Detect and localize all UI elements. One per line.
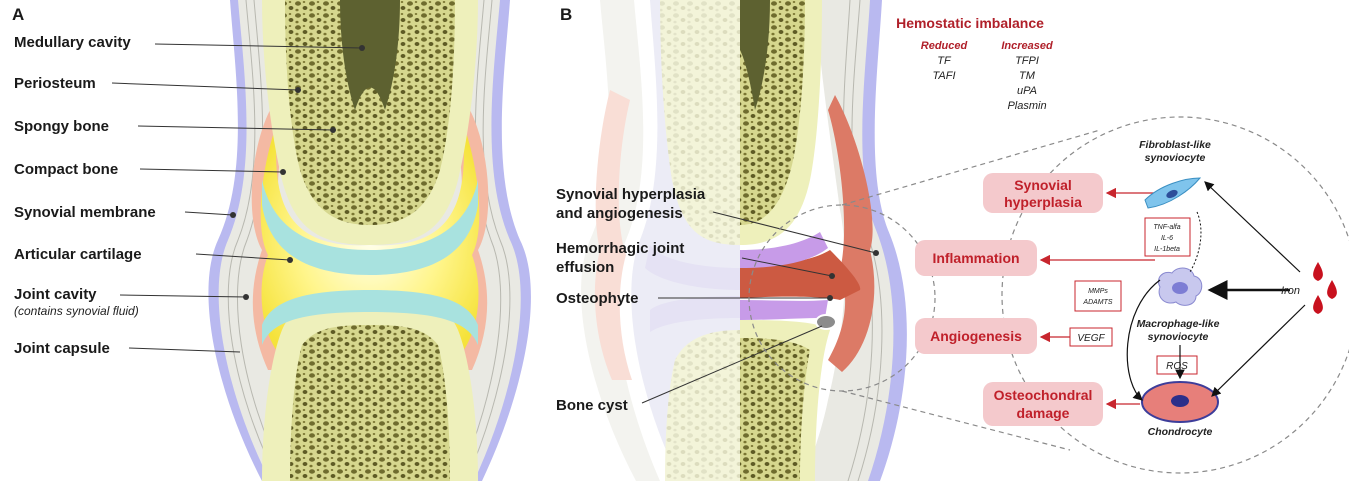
label-synovial-hyperplasia-line1: Synovial hyperplasia <box>556 186 706 203</box>
panel-a-illustration <box>208 0 531 481</box>
blood-drop-icon <box>1313 262 1337 314</box>
increased-item: Plasmin <box>1007 100 1046 112</box>
macrophage-label-line2: synoviocyte <box>1148 331 1209 343</box>
label-spongy-bone: Spongy bone <box>14 118 109 135</box>
increased-item: uPA <box>1017 85 1037 97</box>
increased-header: Increased <box>1001 40 1053 52</box>
ros-label: ROS <box>1166 361 1188 372</box>
outcome-inflammation: Inflammation <box>932 250 1019 266</box>
label-articular-cartilage: Articular cartilage <box>14 246 142 263</box>
label-hemorrhagic-effusion-line2: effusion <box>556 259 614 276</box>
chondrocyte-cell-icon <box>1142 382 1218 422</box>
cytokine-il1: IL-1beta <box>1154 246 1180 253</box>
vegf-label: VEGF <box>1077 333 1105 344</box>
fibroblast-label-line1: Fibroblast-like <box>1139 139 1211 151</box>
label-joint-cavity-note: (contains synovial fluid) <box>14 304 139 318</box>
panel-a-letter: A <box>12 5 24 24</box>
label-synovial-hyperplasia-line2: and angiogenesis <box>556 205 683 222</box>
label-compact-bone: Compact bone <box>14 161 118 178</box>
macrophage-cell-icon <box>1158 268 1201 305</box>
adamts-label: ADAMTS <box>1082 299 1113 306</box>
reduced-header: Reduced <box>921 40 968 52</box>
mechanism-arrows <box>1127 182 1305 400</box>
macrophage-label-line1: Macrophage-like <box>1137 318 1220 330</box>
outcome-damage-line1: Osteochondral <box>994 387 1093 403</box>
increased-item: TM <box>1019 70 1036 82</box>
increased-item: TFPI <box>1015 55 1039 67</box>
outcome-damage-line2: damage <box>1017 405 1070 421</box>
label-periosteum: Periosteum <box>14 75 96 92</box>
outcome-hyperplasia-line1: Synovial <box>1014 177 1072 193</box>
label-osteophyte: Osteophyte <box>556 290 639 307</box>
mmp-box <box>1075 281 1121 311</box>
outcome-angiogenesis: Angiogenesis <box>930 328 1022 344</box>
label-hemorrhagic-effusion-line1: Hemorrhagic joint <box>556 240 684 257</box>
iron-label: Iron <box>1281 285 1300 297</box>
label-synovial-membrane: Synovial membrane <box>14 204 156 221</box>
reduced-item: TF <box>937 55 952 67</box>
mmp-label: MMPs <box>1088 288 1108 295</box>
label-medullary-cavity: Medullary cavity <box>14 34 131 51</box>
chondrocyte-label: Chondrocyte <box>1148 426 1213 438</box>
fibroblast-cell-icon <box>1145 178 1200 208</box>
panel-b-letter: B <box>560 5 572 24</box>
fibroblast-label-line2: synoviocyte <box>1145 152 1206 164</box>
label-joint-capsule: Joint capsule <box>14 340 110 357</box>
hemostatic-title: Hemostatic imbalance <box>896 15 1044 31</box>
reduced-item: TAFI <box>932 70 955 82</box>
cytokine-tnf: TNF-alfa <box>1153 224 1180 231</box>
label-joint-cavity: Joint cavity <box>14 286 97 303</box>
outcome-hyperplasia-line2: hyperplasia <box>1004 194 1082 210</box>
label-bone-cyst: Bone cyst <box>556 397 628 414</box>
cytokine-il6: IL-6 <box>1161 235 1173 242</box>
